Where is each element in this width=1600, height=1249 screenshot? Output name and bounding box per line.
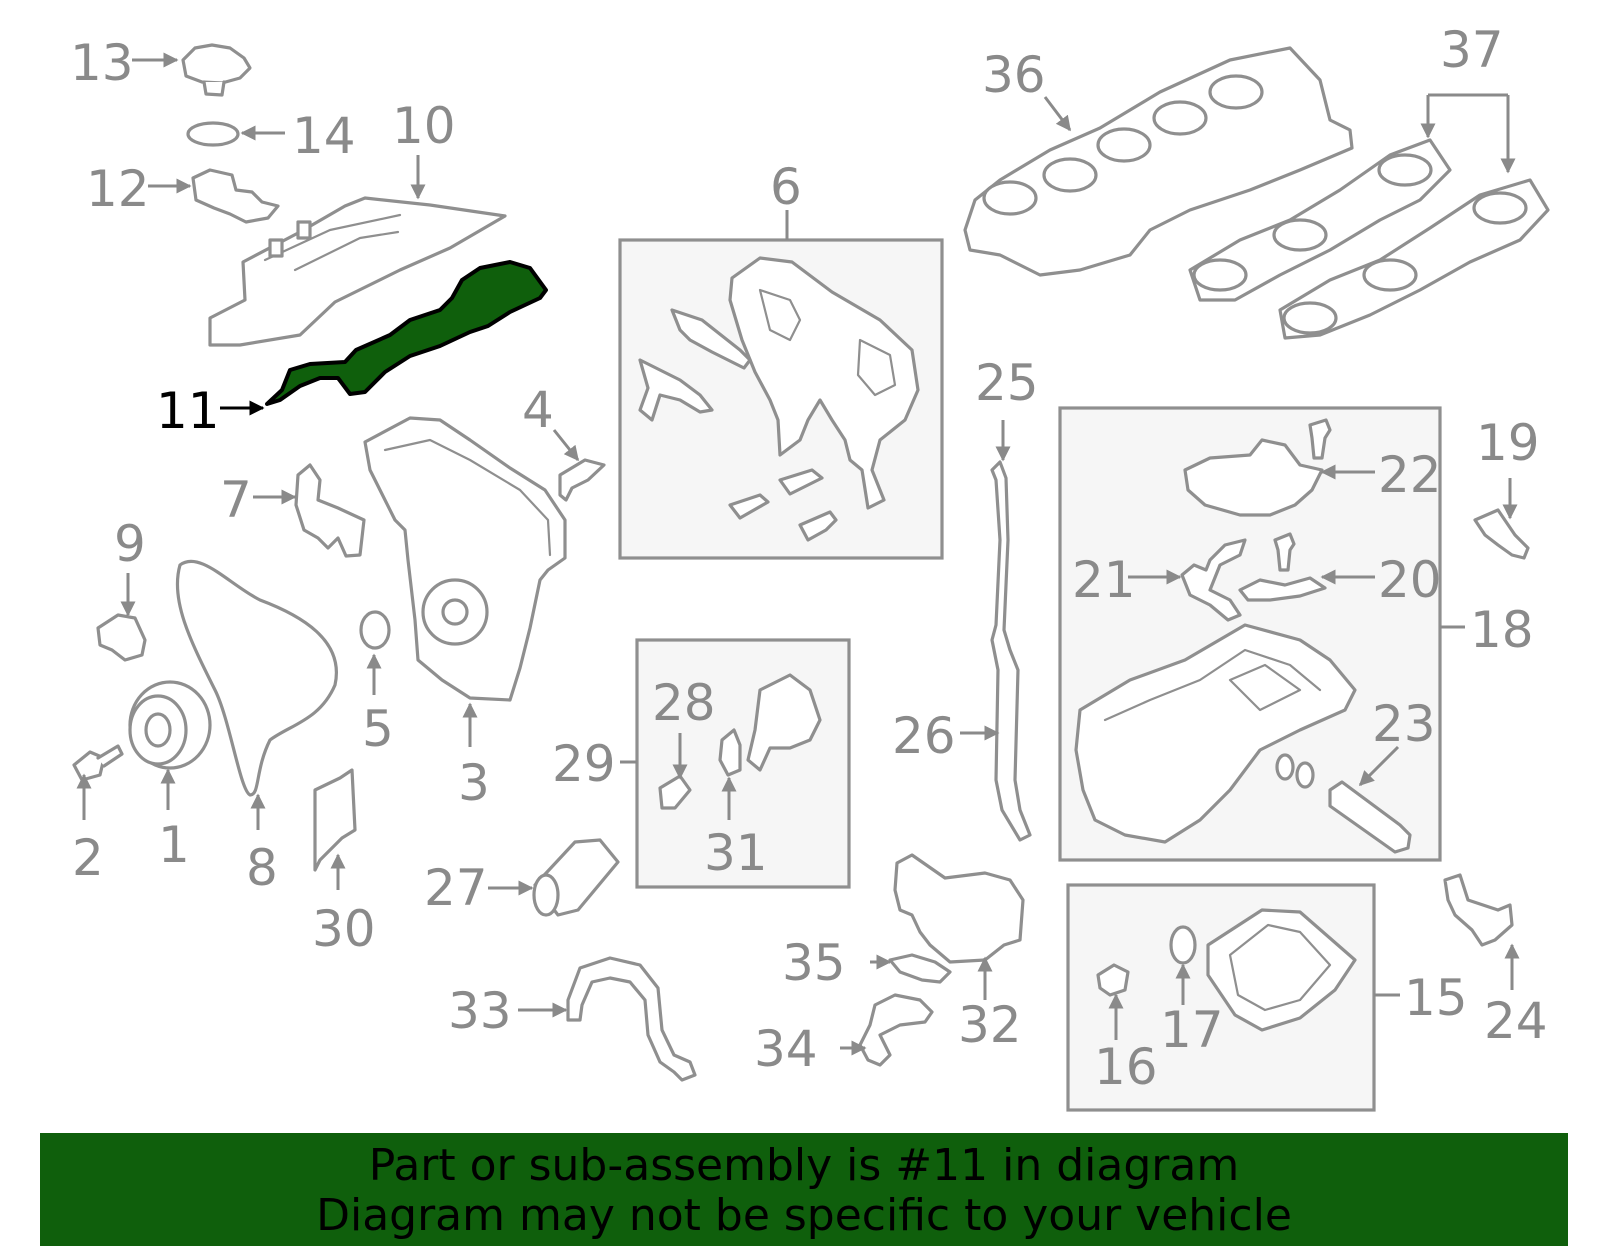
callout-5: 5 (362, 700, 394, 758)
callout-7: 7 (220, 471, 252, 529)
callout-20: 20 (1378, 551, 1442, 609)
o-ring-23a (1275, 753, 1295, 781)
valve-29 (746, 673, 822, 772)
sensor-31 (718, 728, 742, 777)
leader-lines (76, 52, 1520, 1056)
oil-strainer (858, 993, 934, 1067)
callout-8: 8 (246, 839, 278, 897)
callout-15: 15 (1404, 969, 1468, 1027)
sensor-4 (558, 458, 606, 502)
callout-21: 21 (1072, 551, 1136, 609)
callout-29: 29 (552, 735, 616, 793)
bolt-22 (1308, 418, 1332, 460)
callout-28: 28 (652, 674, 716, 732)
group-box-29 (635, 638, 851, 889)
callout-23: 23 (1372, 695, 1436, 753)
callout-2: 2 (72, 829, 104, 887)
callout-27: 27 (424, 859, 488, 917)
intake-manifold (963, 46, 1354, 277)
callout-13: 13 (70, 34, 134, 92)
callout-1: 1 (158, 816, 190, 874)
callout-30: 30 (312, 900, 376, 958)
callout-9: 9 (114, 515, 146, 573)
callout-3: 3 (458, 754, 490, 812)
callout-36: 36 (982, 46, 1046, 104)
o-ring-14 (186, 121, 240, 147)
callout-34: 34 (754, 1020, 818, 1078)
callout-32: 32 (958, 996, 1022, 1054)
dipstick (990, 460, 1032, 842)
callout-14: 14 (292, 107, 356, 165)
callout-18: 18 (1470, 601, 1534, 659)
lower-oil-pan (1206, 908, 1357, 1032)
plug-23 (1328, 780, 1412, 854)
timing-chain (175, 559, 338, 797)
pipe-20 (1238, 576, 1327, 602)
banner-line-part: Part or sub-assembly is #11 in diagram (368, 1140, 1240, 1191)
sensor-19 (1473, 508, 1530, 560)
callout-35: 35 (782, 934, 846, 992)
tensioner-7 (294, 463, 366, 558)
baffle-22 (1183, 438, 1324, 517)
callout-17: 17 (1160, 1001, 1224, 1059)
bolt-20 (1273, 532, 1296, 572)
callout-11-highlighted: 11 (156, 382, 220, 440)
callout-19: 19 (1476, 414, 1540, 472)
bracket-21 (1180, 538, 1247, 622)
callout-37: 37 (1440, 21, 1504, 79)
info-banner: Part or sub-assembly is #11 in diagram D… (40, 1133, 1568, 1246)
valve-cover (208, 196, 507, 347)
bracket-24 (1443, 873, 1514, 947)
banner-line-disclaimer: Diagram may not be specific to your vehi… (316, 1190, 1292, 1241)
callout-4: 4 (522, 381, 554, 439)
callout-12: 12 (86, 160, 150, 218)
bolt-2 (72, 744, 124, 782)
o-ring-5 (359, 610, 391, 650)
gasket-35 (888, 953, 952, 984)
intake-gaskets (1188, 138, 1550, 340)
callout-25: 25 (975, 354, 1039, 412)
sensor-9 (96, 613, 147, 662)
gasket-12 (191, 168, 280, 224)
bolt-16 (1096, 963, 1130, 997)
timing-cover-assembly (638, 256, 920, 542)
oil-pan (1074, 623, 1357, 844)
callout-16: 16 (1094, 1038, 1158, 1096)
front-cover (363, 416, 567, 702)
oil-filter (532, 838, 620, 917)
callout-24: 24 (1484, 992, 1548, 1050)
o-ring-17 (1169, 925, 1197, 965)
o-ring-23b (1295, 761, 1315, 789)
oil-filler-cap (181, 43, 252, 97)
callout-10: 10 (392, 97, 456, 155)
bracket-30 (313, 768, 357, 872)
callout-31: 31 (704, 824, 768, 882)
callout-33: 33 (448, 982, 512, 1040)
callout-26: 26 (892, 707, 956, 765)
crank-pulley (128, 680, 212, 770)
valve-cover-gasket-highlighted (265, 260, 548, 406)
callout-22: 22 (1378, 446, 1442, 504)
oil-pipe (566, 956, 697, 1082)
oil-pump (893, 853, 1025, 964)
callout-6: 6 (770, 158, 802, 216)
